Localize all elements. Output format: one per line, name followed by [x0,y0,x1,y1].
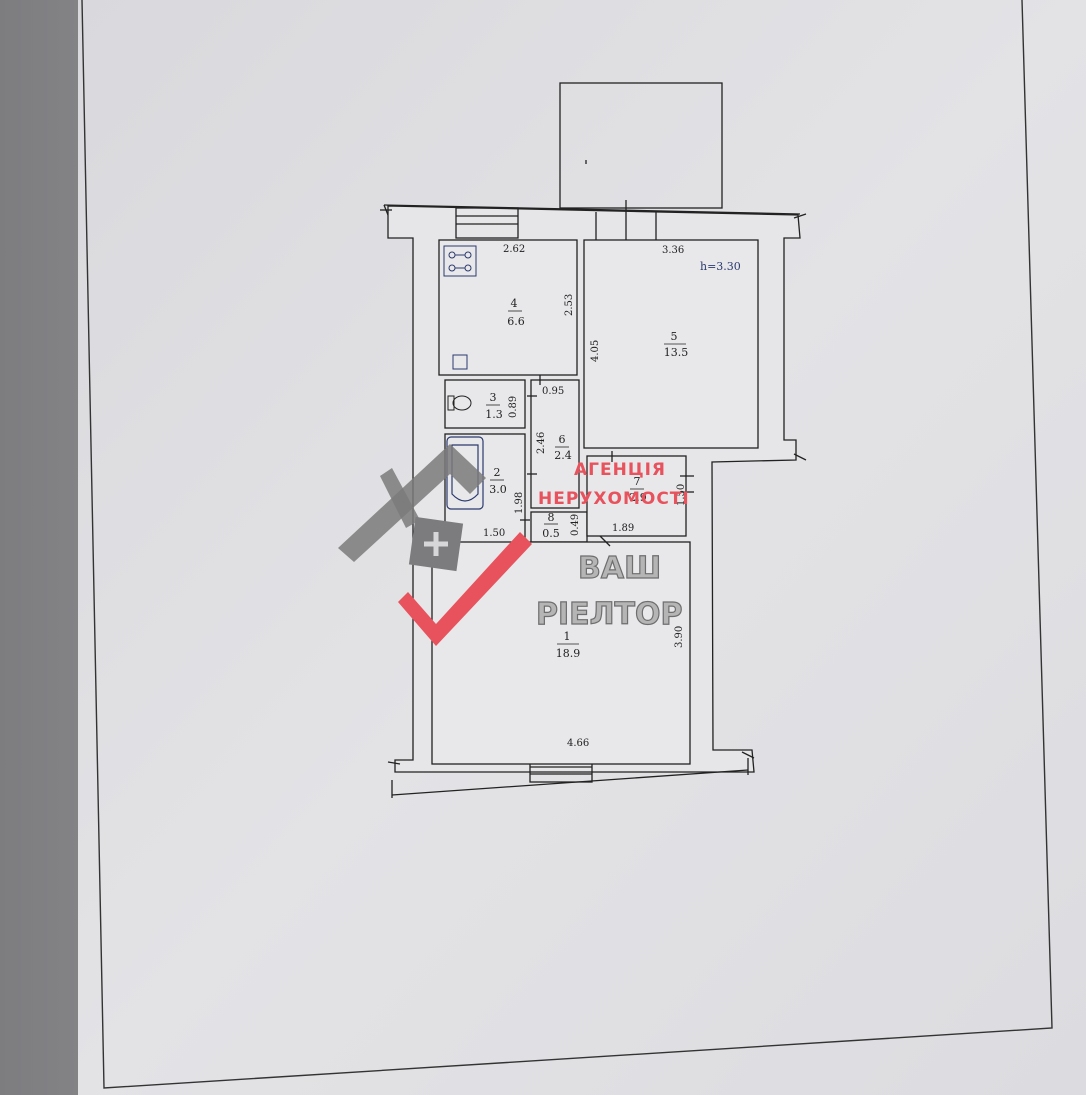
dim-1-98: 1.98 [514,492,525,514]
dim-2-62: 2.62 [503,244,525,255]
room-6-label: 6 2.4 [554,433,572,462]
room-1-label: 1 18.9 [556,630,581,660]
room-6-number: 6 [559,433,566,446]
brand-line-1: ВАШ [578,551,661,586]
room-5-label: 5 13.5 [664,330,689,359]
dimension-labels: 2.62 3.36 2.53 4.05 0.95 0.89 2.46 1.98 … [483,244,687,749]
dim-1-50b: 1.50 [676,484,687,506]
room-4-number: 4 [511,297,518,310]
room-2-area: 3.0 [489,483,507,496]
window-top [455,207,519,239]
sink-icon [452,354,468,370]
room-8-area: 0.5 [542,527,560,540]
toilet-icon [447,395,472,411]
ceiling-height-label: h=3.30 [700,260,741,273]
floor-plan [380,82,807,798]
agency-line-1: АГЕНЦІЯ [574,460,666,480]
brand-line-2: РІЕЛТОР [536,597,683,632]
room-6-corridor [530,379,580,509]
room-3-number: 3 [490,391,497,404]
room-2-number: 2 [494,466,501,479]
sheet-frame [81,0,1053,1089]
room-1-number: 1 [564,630,571,643]
dim-2-53: 2.53 [564,294,575,316]
room-4-label: 4 6.6 [507,297,525,328]
agency-logo-graphic [338,444,532,646]
dim-0-89: 0.89 [508,396,519,418]
dim-3-36: 3.36 [662,245,684,256]
balcony [559,82,723,209]
room-2-label: 2 3.0 [489,466,507,496]
room-8-label: 8 0.5 [542,511,560,540]
room-8 [530,511,588,543]
room-8-number: 8 [548,511,555,524]
dim-0-95: 0.95 [542,386,564,397]
agency-watermark: АГЕНЦІЯ НЕРУХОМОСТІ ВАШ РІЕЛТОР [535,460,690,633]
room-4-area: 6.6 [507,315,525,328]
room-6-area: 2.4 [554,449,572,462]
room-3-area: 1.3 [485,408,503,421]
room-7-number: 7 [634,475,641,488]
room-5-number: 5 [671,330,678,343]
dim-2-46: 2.46 [536,432,547,454]
agency-line-2: НЕРУХОМОСТІ [538,489,690,509]
room-4-kitchen [438,239,578,376]
room-7-hall [586,455,687,537]
dim-4-66: 4.66 [567,738,589,749]
room-1-area: 18.9 [556,647,581,660]
dim-0-49: 0.49 [570,514,581,536]
dim-3-90: 3.90 [674,626,685,648]
room-3-label: 3 1.3 [485,391,503,421]
dim-1-50: 1.50 [483,528,505,539]
room-5-area: 13.5 [664,346,689,359]
dim-4-05: 4.05 [590,340,601,362]
room-3-wc [444,379,526,429]
room-7-label: 7 2.9 [629,475,647,504]
dim-1-89: 1.89 [612,523,634,534]
room-1 [431,541,691,765]
room-labels: 4 6.6 5 13.5 3 1.3 6 2.4 2 3.0 7 2.9 [485,297,688,660]
room-7-area: 2.9 [629,491,647,504]
stove-icon [443,245,477,277]
